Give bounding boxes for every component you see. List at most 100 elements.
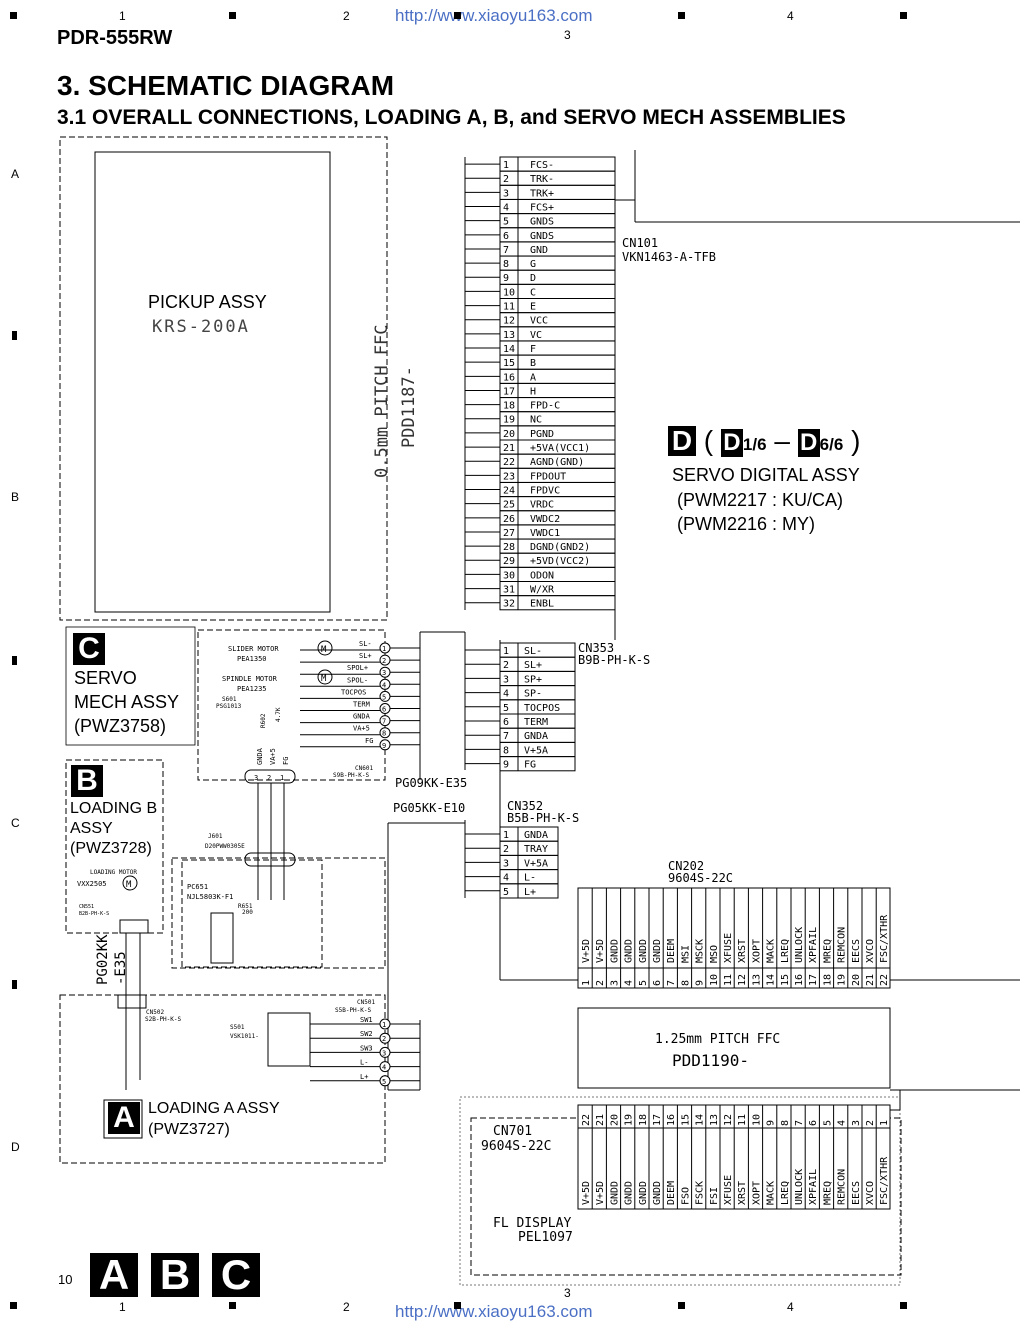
cn202-pin-number: 22 <box>879 974 890 986</box>
pickup-pin-number: 11 <box>503 302 515 313</box>
cn701-pin-signal: DEEM <box>666 1181 677 1205</box>
cn701-pin-signal: GNDD <box>638 1181 649 1205</box>
ffc2-box <box>577 1007 891 1089</box>
cn701-pin-number: 9 <box>766 1120 777 1126</box>
pickup-pin-row <box>499 382 616 399</box>
cable-pg05kk: PG05KK-E10 <box>393 801 465 815</box>
pickup-pin-number: 29 <box>503 556 515 567</box>
pickup-pin-row <box>499 425 616 441</box>
cn701-pin-number: 12 <box>723 1114 734 1126</box>
cn701-pin-signal: FSC/XTHR <box>879 1156 890 1205</box>
pickup-pin-number: 16 <box>503 372 515 383</box>
pickup-pin-number: 15 <box>503 358 515 369</box>
pickup-pin-number: 9 <box>503 273 509 284</box>
cn353-pin-signal: GNDA <box>524 731 548 742</box>
cn202-pin-signal: FSC/XTHR <box>879 914 890 963</box>
pickup-pin-row <box>499 368 616 384</box>
cn202-pin-number: 10 <box>709 974 720 986</box>
pickup-pin-signal: H <box>530 386 536 397</box>
cn501-pin-signal: SW2 <box>360 1030 373 1038</box>
pickup-pin-signal: TRK+ <box>530 188 554 199</box>
cn701-pin-number: 7 <box>794 1120 805 1126</box>
cn202-pin-signal: MSO <box>709 945 720 963</box>
range-to: 6/6 <box>819 435 844 454</box>
pickup-pin-signal: VC <box>530 330 542 341</box>
pickup-pin-signal: DGND(GND2) <box>530 542 590 553</box>
cn353-pin-number: 8 <box>503 745 509 756</box>
servo-mech-label-box <box>65 626 196 746</box>
pickup-pin-row <box>499 283 616 300</box>
motor-symbol: M <box>126 880 132 890</box>
cn202-part: 9604S-22C <box>668 871 733 885</box>
cn701-name: CN701 <box>493 1124 532 1139</box>
loading-b-part: (PWZ3728) <box>70 840 152 857</box>
cn551-name: CN551 <box>79 904 94 910</box>
cn601-pin-number: 2 <box>382 657 386 665</box>
j-connector <box>244 769 296 784</box>
pickup-pin-signal: VRDC <box>530 500 554 511</box>
pickup-pin-number: 7 <box>503 245 509 256</box>
cn701-pin-number: 11 <box>737 1114 748 1126</box>
cn701-pin-number: 10 <box>751 1114 762 1126</box>
pickup-pin-signal: AGND(GND) <box>530 457 584 468</box>
model-name: PDR-555RW <box>57 27 173 49</box>
pickup-pin-number: 4 <box>503 202 509 213</box>
ruler-mark <box>229 12 236 19</box>
cn601-pin-signal: TERM <box>353 701 370 709</box>
cn701-pin-number: 3 <box>851 1120 862 1126</box>
pickup-pin-signal: A <box>530 372 536 383</box>
pickup-pin-row <box>499 354 616 370</box>
slider-motor-label: SLIDER MOTOR <box>228 645 279 653</box>
cn202-pin-signal: MSCK <box>695 939 706 963</box>
cn701-pin-number: 16 <box>666 1114 677 1126</box>
servo-digital-badge-from: D <box>720 429 743 457</box>
loading-motor-icon <box>122 875 138 891</box>
servo-mech-part: (PWZ3758) <box>74 716 167 736</box>
spindle-motor-label: SPINDLE MOTOR <box>222 675 278 683</box>
cable-pg02kk-suffix: -E35 <box>113 951 129 985</box>
cn701-pin-number: 8 <box>780 1120 791 1126</box>
pickup-pin-signal: GNDS <box>530 231 554 242</box>
cn701-pin-number: 22 <box>581 1114 592 1126</box>
column-2: 2 <box>343 9 350 23</box>
ruler-mark <box>900 12 907 19</box>
loading-a-badge-frame <box>103 1099 143 1139</box>
loading-b-outline <box>65 759 164 934</box>
loading-b-name-2: ASSY <box>70 820 113 837</box>
cn501-part: S5B-PH-K-S <box>335 1007 372 1014</box>
fl-display-inner <box>470 1117 902 1276</box>
servo-mech-name-1: SERVO <box>74 668 137 688</box>
cn202-pin-number: 5 <box>638 980 649 986</box>
servo-digital-variant-2: (PWM2216 : MY) <box>677 514 816 534</box>
cn701-pin-number: 4 <box>837 1120 848 1126</box>
cn353-pin-number: 4 <box>503 689 509 700</box>
cn353-name: CN353 <box>578 641 614 655</box>
pickup-pin-number: 5 <box>503 217 509 228</box>
cn701-pin-signal: UNLOCK <box>794 1169 805 1205</box>
pickup-pin-number: 32 <box>503 599 515 610</box>
pickup-pin-signal: VCC <box>530 316 548 327</box>
cn353-pin-signal: TERM <box>524 717 548 728</box>
cn701-pin-number: 19 <box>624 1114 635 1126</box>
loading-a-part: (PWZ3727) <box>148 1121 230 1138</box>
paren-close: ) <box>851 425 861 456</box>
pickup-pin-signal: VWDC1 <box>530 528 560 539</box>
pickup-pin-row <box>499 581 616 597</box>
cn101-part: VKN1463-A-TFB <box>622 250 716 264</box>
pc651-part: NJL5803K-F1 <box>187 893 233 901</box>
pickup-pin-signal: FCS- <box>530 160 554 171</box>
j-pin-number: 3 <box>254 774 258 782</box>
loading-b-name-1: LOADING B <box>70 800 158 817</box>
j-pin-number: 2 <box>267 774 271 782</box>
pc651-outline <box>181 859 323 968</box>
cn353-pin-number: 2 <box>503 660 509 671</box>
pickup-pin-number: 8 <box>503 259 509 270</box>
cn202-pin-signal: MSI <box>680 945 691 963</box>
cn601-pin-signal: FG <box>365 737 373 745</box>
column-3-bottom: 3 <box>564 1286 571 1300</box>
cn202-pin-number: 3 <box>609 980 620 986</box>
cn353-pin-number: 6 <box>503 717 509 728</box>
ruler-mark <box>454 1302 461 1309</box>
cable-pg09kk: PG09KK-E35 <box>395 776 467 790</box>
